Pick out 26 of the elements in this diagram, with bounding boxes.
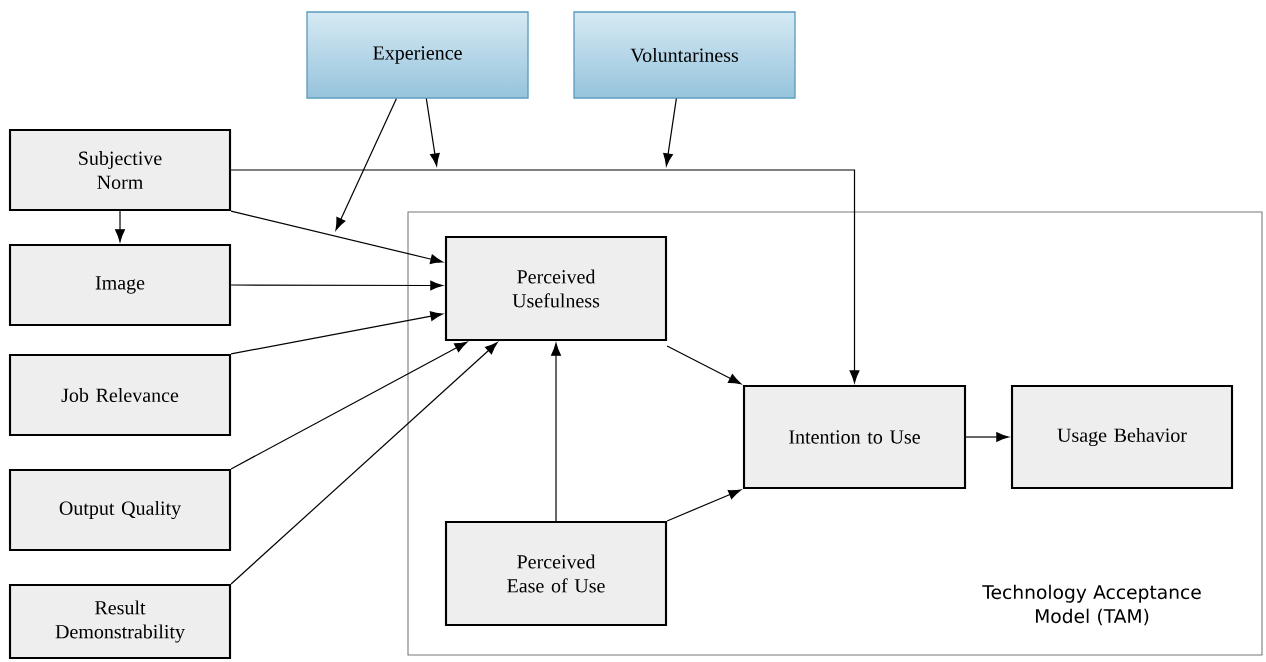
construct-box: Output Quality	[8, 468, 232, 552]
construct-box: Image	[8, 243, 232, 327]
arrow	[425, 98, 440, 167]
construct-box: Perceived Usefulness	[444, 235, 668, 342]
arrow	[663, 98, 677, 167]
moderator-box: Experience	[306, 11, 529, 99]
arrow	[230, 311, 444, 355]
construct-box: Result Demonstrability	[8, 583, 232, 660]
arrow	[230, 210, 444, 264]
arrow	[230, 342, 498, 585]
arrow	[335, 98, 397, 231]
arrow	[115, 210, 125, 242]
construct-box: Usage Behavior	[1010, 384, 1234, 490]
arrow	[965, 432, 1009, 442]
moderator-box: Voluntariness	[573, 11, 796, 99]
arrow	[230, 169, 860, 383]
construct-box: Job Relevance	[8, 353, 232, 437]
arrow	[551, 343, 561, 522]
arrow	[230, 341, 468, 470]
arrow	[666, 489, 742, 522]
frame-label: Technology Acceptance Model (TAM)	[982, 584, 1201, 626]
arrow	[230, 280, 443, 291]
construct-box: Perceived Ease of Use	[444, 520, 668, 627]
arrow	[666, 345, 742, 385]
construct-box: Intention to Use	[742, 384, 967, 490]
construct-box: Subjective Norm	[8, 128, 232, 212]
